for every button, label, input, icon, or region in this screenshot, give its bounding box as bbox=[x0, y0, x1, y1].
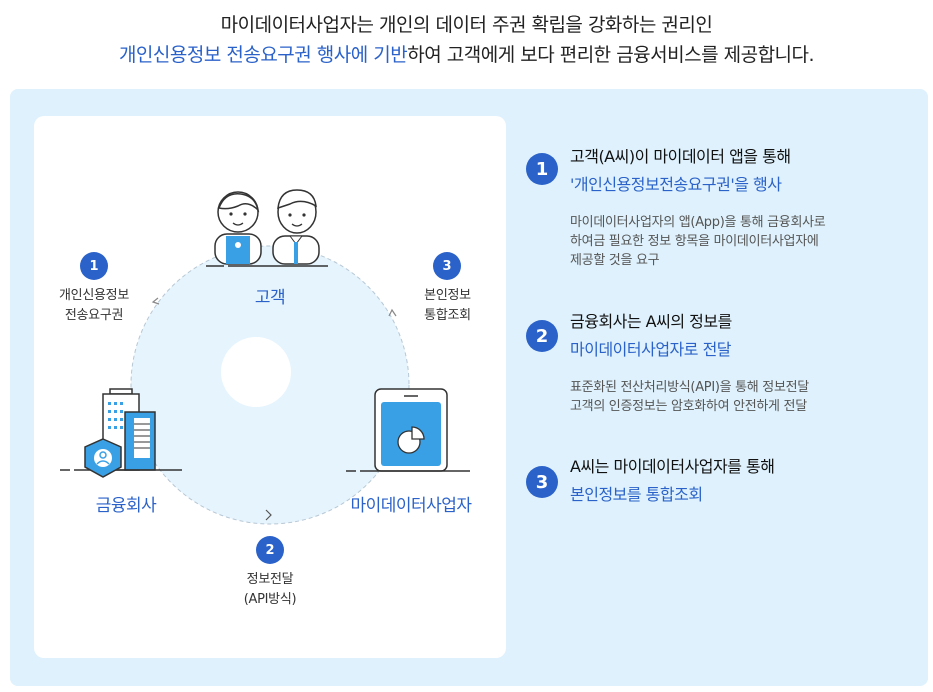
step-3-title-2: 본인정보를 통합조회 bbox=[570, 485, 703, 504]
arrow-2-icon bbox=[265, 509, 272, 521]
step-2-title-2: 마이데이터사업자로 전달 bbox=[570, 340, 732, 359]
user-shield-icon bbox=[84, 438, 122, 478]
flow-1-label: 개인신용정보 전송요구권 bbox=[44, 286, 144, 326]
flow-2-line-1: 정보전달 bbox=[246, 572, 294, 587]
step-3-title-1: A씨는 마이데이터사업자를 통해 bbox=[570, 457, 775, 476]
flow-1-badge: 1 bbox=[80, 252, 108, 280]
node-customer-label: 고객 bbox=[254, 288, 286, 308]
step-2-badge: 2 bbox=[526, 320, 558, 352]
step-2-desc-line-1: 표준화된 전산처리방식(API)을 통해 정보전달 bbox=[570, 380, 809, 395]
flow-3-line-1: 본인정보 bbox=[424, 288, 471, 303]
header: 마이데이터사업자는 개인의 데이터 주권 확립을 강화하는 권리인 개인신용정보… bbox=[0, 10, 933, 70]
step-2-desc: 표준화된 전산처리방식(API)을 통해 정보전달 고객의 인증정보는 암호화하… bbox=[570, 378, 910, 416]
step-3-badge: 3 bbox=[526, 466, 558, 498]
arrow-1-icon bbox=[151, 297, 160, 305]
step-2-title-1: 금융회사는 A씨의 정보를 bbox=[570, 312, 732, 331]
step-1-badge: 1 bbox=[526, 153, 558, 185]
step-1-desc-line-1: 마이데이터사업자의 앱(App)을 통해 금융회사로 bbox=[570, 215, 826, 230]
header-line-2: 개인신용정보 전송요구권 행사에 기반하여 고객에게 보다 편리한 금융서비스를… bbox=[0, 40, 933, 70]
center-dot bbox=[221, 337, 291, 407]
flow-1-line-2: 전송요구권 bbox=[64, 308, 124, 323]
flow-2-line-2: (API방식) bbox=[243, 592, 297, 607]
flow-1-line-1: 개인신용정보 bbox=[59, 288, 129, 303]
header-line-1: 마이데이터사업자는 개인의 데이터 주권 확립을 강화하는 권리인 bbox=[220, 14, 713, 36]
flow-3-line-2: 통합조회 bbox=[424, 308, 471, 323]
header-highlight: 개인신용정보 전송요구권 행사에 기반 bbox=[118, 44, 408, 66]
step-2-desc-line-2: 고객의 인증정보는 암호화하여 안전하게 전달 bbox=[570, 399, 807, 414]
node-financial-label: 금융회사 bbox=[95, 496, 157, 516]
arrow-3-icon bbox=[388, 308, 397, 317]
flow-2-badge: 2 bbox=[256, 536, 284, 564]
step-1-desc-line-2: 하여금 필요한 정보 항목을 마이데이터사업자에 bbox=[570, 234, 819, 249]
node-mydata-label: 마이데이터사업자 bbox=[350, 496, 472, 516]
header-line-2-rest: 하여 고객에게 보다 편리한 금융서비스를 제공합니다. bbox=[407, 44, 815, 66]
flow-3-label: 본인정보 통합조회 bbox=[400, 286, 495, 326]
step-1-desc-line-3: 제공할 것을 요구 bbox=[570, 253, 660, 268]
flow-2-label: 정보전달 (API방식) bbox=[220, 570, 320, 610]
step-1-desc: 마이데이터사업자의 앱(App)을 통해 금융회사로 하여금 필요한 정보 항목… bbox=[570, 213, 910, 270]
step-1-title-2: '개인신용정보전송요구권'을 행사 bbox=[570, 175, 782, 194]
tablet-chart-icon bbox=[346, 388, 474, 472]
customer-people-icon bbox=[206, 189, 334, 267]
flow-3-badge: 3 bbox=[433, 252, 461, 280]
step-1-title-1: 고객(A씨)이 마이데이터 앱을 통해 bbox=[570, 147, 791, 166]
